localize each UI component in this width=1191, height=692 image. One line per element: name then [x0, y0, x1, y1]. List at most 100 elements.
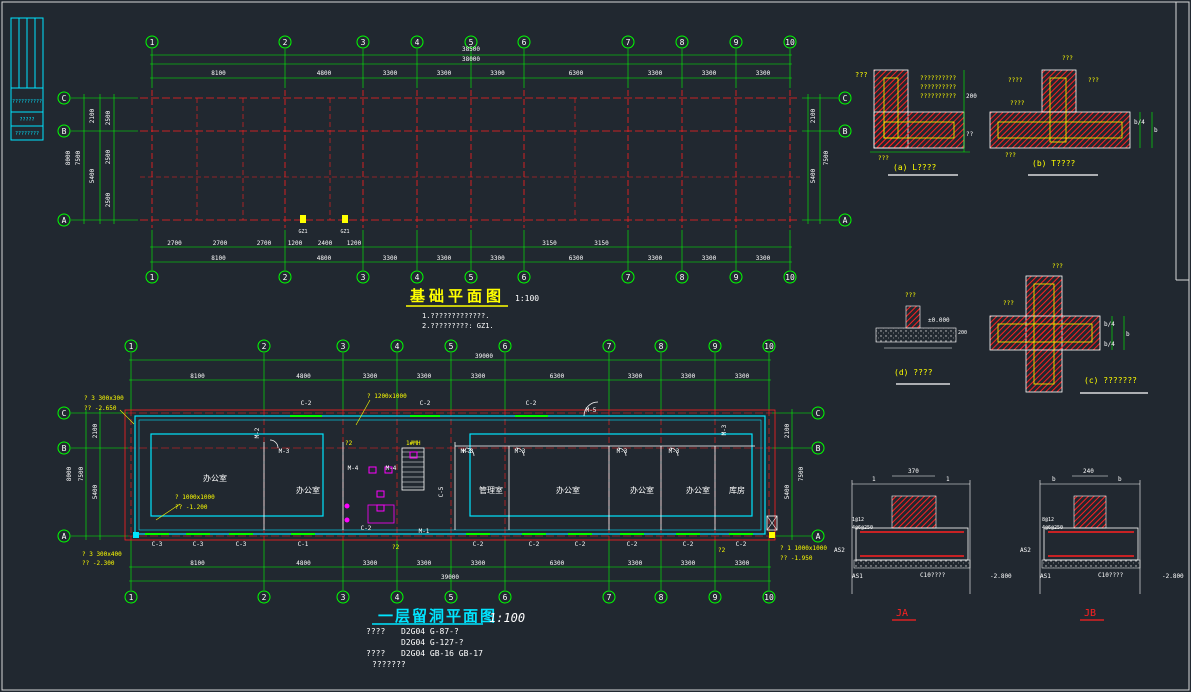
plan1-axis-top-8-circle: [675, 35, 689, 49]
plan1-dim-bottom-1: 4800: [317, 255, 332, 262]
plan2-room-office-left: [150, 433, 324, 517]
plan2-foundation-outline: [124, 409, 776, 541]
title-block-row-1: ??????????: [12, 99, 42, 105]
plan2-window-bottom-6: C-2: [575, 541, 586, 548]
detail-a-caption: (a) L????: [893, 163, 937, 172]
plan1-dim-top-4: 3300: [490, 70, 505, 77]
jb-label-1: 8@12: [1042, 517, 1054, 523]
plan2-window-bottom-9: C-2: [736, 541, 747, 548]
plan1-dim-right-0: 2100: [810, 108, 817, 123]
plan2-axis-bottom-10-label: 10: [764, 593, 774, 602]
plan2-sanitary-block: [367, 504, 395, 524]
plan2-door-swing-3: [617, 447, 627, 457]
detail-b-label-2: ????: [1008, 77, 1023, 84]
plan1-gz1-tag-2: GZ1: [340, 229, 349, 235]
plan1-dim-bottom-2: 3300: [383, 255, 398, 262]
plan1-title: 基础平面图: [409, 287, 505, 305]
title-block-row-2: ?????: [19, 117, 34, 123]
plan2-dim-top-5: 6300: [550, 373, 565, 380]
plan2-dim-top-4: 3300: [471, 373, 486, 380]
plan2-axis-bottom-7-circle: [602, 590, 616, 604]
plan2-axis-top-1-label: 1: [129, 342, 134, 351]
plan2-door-11: M-3: [463, 448, 474, 455]
plan1-axis-bottom-8-label: 8: [680, 273, 685, 282]
plan2-axis-bottom-1-label: 1: [129, 593, 134, 602]
plan2-axis-bottom-5-label: 5: [449, 593, 454, 602]
detail-d-label-2: ±0.000: [928, 317, 950, 324]
plan2-axis-top-9-label: 9: [713, 342, 718, 351]
plan2-title: 一层留洞平面图: [378, 607, 497, 625]
plan2-axis-top-1-circle: [124, 339, 138, 353]
plan1-axis-top-10-circle: [783, 35, 797, 49]
plan1-dim-bottom-detail-2: 2700: [257, 240, 272, 247]
plan2-door-10: C-5: [438, 486, 445, 497]
plan1-axis-bottom-7-circle: [621, 270, 635, 284]
plan1-scale: 1:100: [515, 294, 539, 303]
detail-a-label-2: ??????????: [920, 75, 957, 82]
plan2-door-7: M-3: [669, 448, 680, 455]
plan2-row-right-C-label: C: [816, 409, 821, 418]
plan2-ref-5: D2G04 GB-16 GB-17: [401, 649, 483, 658]
plan2-axis-bottom-7-label: 7: [607, 593, 612, 602]
section-jb: 240 b b 8@12 4@6@250 AS2 AS1 C10???? -2.…: [1020, 468, 1184, 621]
plan1-dim-top-8: 3300: [756, 70, 771, 77]
plan1-gz1-marker-1: [300, 215, 306, 223]
plan1-dim-left-1: 2500: [105, 110, 112, 125]
plan2-stair: [401, 447, 425, 491]
plan2-room-label-1: 办公室: [296, 485, 320, 495]
plan1-axis-top-4-label: 4: [415, 38, 420, 47]
plan1-axis-top-2-label: 2: [283, 38, 288, 47]
plan2-door-swing-0: [269, 439, 279, 449]
plan2-door-6: M-3: [617, 448, 628, 455]
plan2-dim-total-bottom: 39000: [441, 574, 459, 581]
detail-a-label-6: ??: [966, 131, 974, 138]
plan1-axis-bottom-9-circle: [729, 270, 743, 284]
plan2-axis-top-3-label: 3: [341, 342, 346, 351]
plan1-dim-top-2: 3300: [383, 70, 398, 77]
plan1-dim-top-1: 4800: [317, 70, 332, 77]
detail-b-t-junction: ??? ???? ???? ??? ??? b/4 b (b) T????: [989, 55, 1158, 176]
plan2-axis-top-9-circle: [708, 339, 722, 353]
plan2-door-swing-m5: [583, 401, 599, 417]
plan1-dim-bottom-detail-5: 1200: [347, 240, 362, 247]
title-block-row-3: ????????: [15, 131, 39, 137]
plan2-axis-bottom-10-circle: [762, 590, 776, 604]
plan1-row-left-B-circle: [57, 124, 71, 138]
plan1-dim-bottom-detail-6: 3150: [542, 240, 557, 247]
plan2-callout-leader-2: [119, 409, 135, 425]
plan1-axis-bottom-3-label: 3: [361, 273, 366, 282]
jb-label-3: AS2: [1020, 547, 1031, 554]
plan2-ref-1: ????: [366, 627, 385, 636]
plan2-dim-left-2: 8000: [66, 466, 73, 481]
plan1-axis-top-6-label: 6: [522, 38, 527, 47]
detail-d: ??? ±0.000 200 (d) ????: [875, 292, 967, 385]
plan1-row-left-A-circle: [57, 213, 71, 227]
plan1-dim-top-3: 3300: [437, 70, 452, 77]
plan2-callout-5: ? 3 300x400: [82, 551, 122, 558]
plan2-axis-bottom-6-circle: [498, 590, 512, 604]
plan1-axis-bottom-5-label: 5: [469, 273, 474, 282]
plan1-axis-top-9-circle: [729, 35, 743, 49]
plan2-door-3: M-4: [386, 465, 397, 472]
ja-label-6: -2.800: [990, 573, 1012, 580]
detail-d-caption: (d) ????: [894, 368, 933, 377]
plan1-dim-top-0: 8100: [211, 70, 226, 77]
plan1-dim-left-6: 7500: [75, 150, 82, 165]
plan2-dim-bottom-4: 3300: [471, 560, 486, 567]
jb-label-6: -2.800: [1162, 573, 1184, 580]
plan2-axis-top-2-label: 2: [262, 342, 267, 351]
plan2-callout-10: ?2: [345, 440, 353, 447]
plan2-axis-bottom-8-circle: [654, 590, 668, 604]
detail-b-label-5: ???: [1088, 77, 1099, 84]
plan2-axis-top-6-circle: [498, 339, 512, 353]
plan1-axis-top-3-label: 3: [361, 38, 366, 47]
plan1-dim-right-1: 5400: [810, 168, 817, 183]
plan2-door-0: M-2: [254, 427, 261, 438]
plan2-axis-bottom-3-label: 3: [341, 593, 346, 602]
plan1-axis-top-10-label: 10: [785, 38, 795, 47]
plan2-axis-bottom-4-label: 4: [395, 593, 400, 602]
